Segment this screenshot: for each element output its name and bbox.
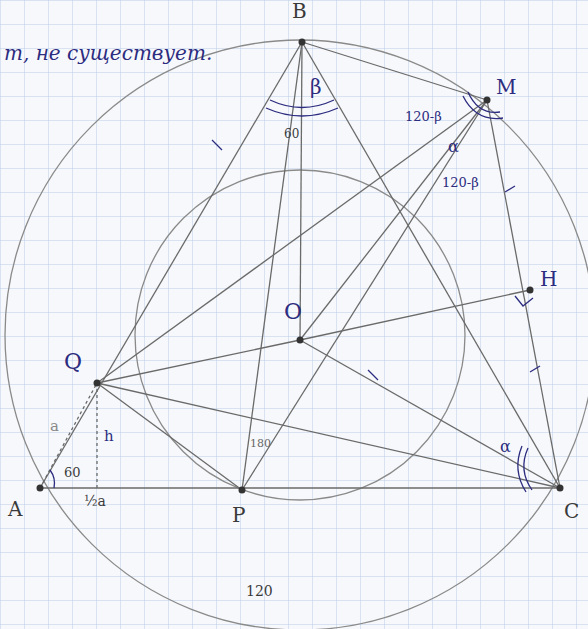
point-label: C	[564, 500, 579, 522]
angle-value: 60	[64, 466, 81, 480]
length-label: a	[50, 418, 59, 435]
point-label: P	[232, 504, 245, 526]
note-text: т, не существует.	[4, 42, 212, 64]
points	[37, 39, 564, 494]
length-label: ½a	[84, 494, 106, 509]
angle-label: β	[310, 76, 322, 98]
point-label: H	[540, 268, 557, 290]
angle-marks	[50, 92, 540, 492]
angle-label: α	[500, 438, 511, 456]
angle-expression: 120-β	[442, 176, 479, 190]
angle-label: α	[448, 138, 459, 156]
circumcircle	[5, 40, 588, 629]
point-label: A	[8, 498, 22, 520]
point-label: M	[496, 76, 516, 98]
angle-value: 180	[250, 438, 271, 450]
point-label: Q	[64, 350, 82, 374]
point-label: O	[284, 300, 302, 324]
angle-value: 60	[284, 128, 299, 141]
construction-lines	[5, 40, 588, 629]
point-label: B	[292, 0, 307, 22]
angle-value: 120	[246, 584, 273, 599]
length-label: h	[104, 428, 114, 445]
angle-expression: 120-β	[405, 110, 442, 124]
